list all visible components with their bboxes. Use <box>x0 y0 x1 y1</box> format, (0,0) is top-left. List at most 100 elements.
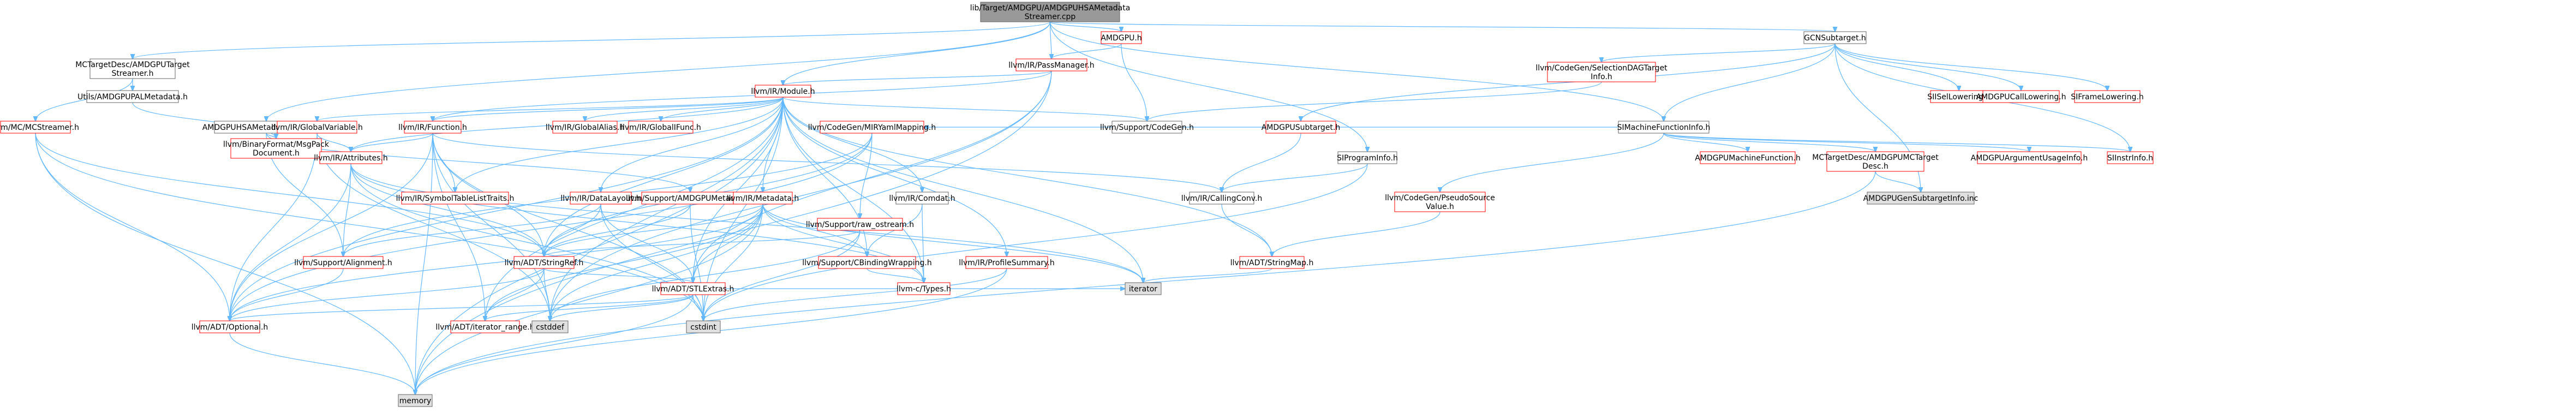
node-box <box>1618 121 1710 134</box>
node-label: MCTargetDesc/AMDGPUMCTarget <box>1812 153 1939 162</box>
node-label: Value.h <box>1426 202 1454 211</box>
node-box <box>303 256 384 269</box>
node-gcnsubtarget[interactable]: GCNSubtarget.h <box>1803 31 1867 44</box>
edge-metadata-to-stringref <box>544 204 763 256</box>
node-label: llvm/IR/GlobalIFunc.h <box>620 123 701 132</box>
edge-comdat-to-ctypes <box>922 204 924 283</box>
node-amdgpuargusage[interactable]: AMDGPUArgumentUsageInfo.h <box>1971 151 2088 164</box>
node-label: SIISelLowering.h <box>1927 93 1990 101</box>
node-box <box>0 121 71 134</box>
node-cstddef[interactable]: cstddef <box>531 320 569 333</box>
edge-attributes-to-iterator <box>350 163 1143 283</box>
edge-passmanager-to-module <box>783 70 1052 85</box>
node-passmanager[interactable]: llvm/IR/PassManager.h <box>1008 58 1095 71</box>
node-label: Streamer.h <box>111 69 153 78</box>
edge-gcnsubtarget-to-calllowering <box>1834 43 2021 91</box>
node-mcstreamer[interactable]: llvm/MC/MCStreamer.h <box>0 121 79 134</box>
edge-module-to-cstdint <box>703 97 784 321</box>
edge-module-to-codegen <box>782 97 1147 121</box>
node-siprograminfo[interactable]: SIProgramInfo.h <box>1337 151 1398 164</box>
node-label: AMDGPUCallLowering.h <box>1976 93 2066 101</box>
node-label: AMDGPU.h <box>1101 34 1141 43</box>
node-symtable[interactable]: llvm/IR/SymbolTableListTraits.h <box>396 192 515 205</box>
edge-alignment-to-optional <box>230 268 344 321</box>
node-box <box>277 121 357 134</box>
node-box <box>818 256 916 269</box>
node-box <box>1394 192 1486 212</box>
node-amdgpumeta[interactable]: llvm/Support/AMDGPUMetadata.h <box>626 192 755 205</box>
edge-function-to-memory <box>415 133 433 395</box>
node-siframelowering[interactable]: SIFrameLowering.h <box>2071 90 2144 103</box>
node-module[interactable]: llvm/IR/Module.h <box>751 85 815 98</box>
node-function[interactable]: llvm/IR/Function.h <box>398 121 467 134</box>
node-memory[interactable]: memory <box>398 394 433 407</box>
edge-metadata-to-stlextras <box>693 204 763 283</box>
node-cbinding[interactable]: llvm/Support/CBindingWrapping.h <box>802 256 932 269</box>
node-mirmapping[interactable]: llvm/CodeGen/MIRYamlMapping.h <box>808 121 936 134</box>
node-siisellowering[interactable]: SIISelLowering.h <box>1927 90 1991 103</box>
node-datalayout[interactable]: llvm/IR/DataLayout.h <box>560 192 641 205</box>
node-attributes[interactable]: llvm/IR/Attributes.h <box>314 151 388 164</box>
node-raw-ostream[interactable]: llvm/Support/raw_ostream.h <box>806 218 914 231</box>
node-label: AMDGPUArgumentUsageInfo.h <box>1971 154 2088 163</box>
edge-stringref-to-iter_range <box>485 268 545 321</box>
node-calllowering[interactable]: AMDGPUCallLowering.h <box>1976 90 2066 103</box>
node-profilesummary[interactable]: llvm/IR/ProfileSummary.h <box>959 256 1055 269</box>
edge-root-to-amdgpu_h <box>1049 21 1122 32</box>
node-box <box>401 192 509 205</box>
node-label: llvm/CodeGen/MIRYamlMapping.h <box>808 123 936 132</box>
node-cstdint[interactable]: cstdint <box>686 320 721 333</box>
node-metadata[interactable]: llvm/IR/Metadata.h <box>727 192 799 205</box>
edge-mcstreamer-to-stringref <box>35 133 544 256</box>
edge-attributes-to-stringref <box>350 163 544 256</box>
node-ctypes[interactable]: llvm-c/Types.h <box>896 282 951 295</box>
edge-module-to-ctypes <box>782 97 924 283</box>
node-pal-metadata[interactable]: Utils/AMDGPUPALMetadata.h <box>77 90 188 103</box>
node-iter-range[interactable]: llvm/ADT/iterator_range.h <box>435 320 535 333</box>
node-siinstrinfo[interactable]: SIInstrInfo.h <box>2107 151 2154 164</box>
edge-module-to-stringmap <box>782 97 1272 256</box>
node-globalvariable[interactable]: llvm/IR/GlobalVariable.h <box>271 121 363 134</box>
node-comdat[interactable]: llvm/IR/Comdat.h <box>889 192 955 205</box>
node-simachine[interactable]: SIMachineFunctionInfo.h <box>1617 121 1711 134</box>
node-amdgpumfi[interactable]: AMDGPUMachineFunction.h <box>1695 151 1801 164</box>
node-optional[interactable]: llvm/ADT/Optional.h <box>192 320 268 333</box>
node-codegen[interactable]: llvm/Support/CodeGen.h <box>1100 121 1194 134</box>
node-box <box>733 192 793 205</box>
node-stringref[interactable]: llvm/ADT/StringRef.h <box>505 256 584 269</box>
edge-optional-to-memory <box>229 332 415 395</box>
node-genincl[interactable]: AMDGPUGenSubtargetInfo.inc <box>1863 192 1979 205</box>
node-amdgpu-h[interactable]: AMDGPU.h <box>1101 31 1142 44</box>
node-callingconv[interactable]: llvm/IR/CallingConv.h <box>1181 192 1263 205</box>
node-amdgpusubtarget[interactable]: AMDGPUSubtarget.h <box>1262 121 1341 134</box>
node-iterator[interactable]: iterator <box>1125 282 1162 295</box>
edge-metadata-to-cstdint <box>703 204 763 321</box>
edge-gcnsubtarget-to-siframelowering <box>1834 43 2107 91</box>
node-globalifunc[interactable]: llvm/IR/GlobalIFunc.h <box>620 121 701 134</box>
node-label: AMDGPUSubtarget.h <box>1262 123 1341 132</box>
node-stlextras[interactable]: llvm/ADT/STLExtras.h <box>652 282 734 295</box>
edge-metadata-to-iter_range <box>485 204 763 321</box>
node-box <box>552 121 618 134</box>
edge-amdgpu_h-to-passmanager <box>1051 43 1122 59</box>
node-label: llvm/Support/CodeGen.h <box>1100 123 1194 132</box>
node-box <box>1239 256 1305 269</box>
node-box <box>450 320 520 333</box>
edge-mcstreamer-to-memory <box>35 133 415 395</box>
node-box <box>398 394 433 407</box>
edge-callingconv-to-stringmap <box>1221 204 1272 256</box>
node-stringmap[interactable]: llvm/ADT/StringMap.h <box>1230 256 1314 269</box>
node-box <box>820 121 924 134</box>
node-globalalias[interactable]: llvm/IR/GlobalAlias.h <box>546 121 624 134</box>
edge-datalayout-to-alignment <box>343 204 601 256</box>
edge-amdgpu_h-to-codegen <box>1121 43 1147 121</box>
edge-stringmap-to-iterator <box>1143 268 1272 283</box>
node-alignment[interactable]: llvm/Support/Alignment.h <box>294 256 392 269</box>
edge-datalayout-to-stlextras <box>600 204 693 283</box>
edge-root-to-hsa_streamer_h <box>266 21 1051 121</box>
